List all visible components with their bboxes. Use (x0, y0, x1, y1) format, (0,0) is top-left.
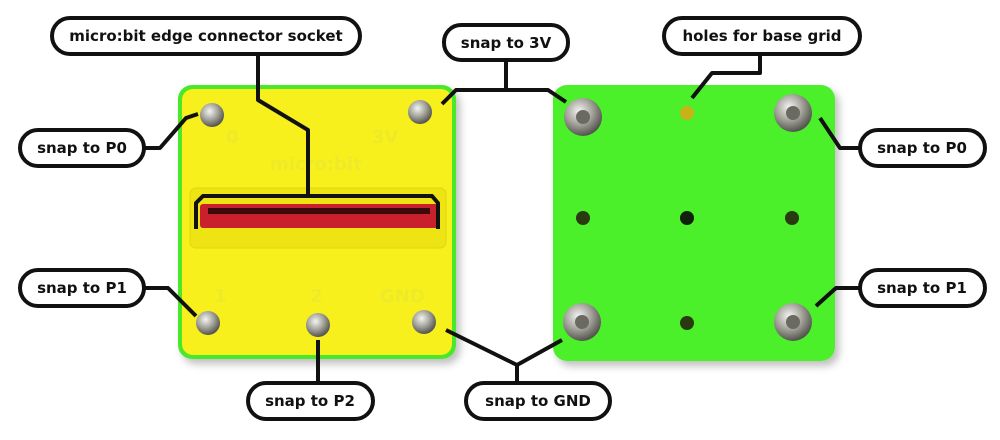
label-p0-left: snap to P0 (37, 139, 127, 157)
embossed-0: 0 (226, 127, 239, 148)
embossed-1: 1 (214, 286, 227, 307)
snap-connectors-green (563, 94, 812, 341)
callout-p1-right: snap to P1 (858, 268, 987, 308)
snap-p2 (306, 313, 330, 337)
label-socket: micro:bit edge connector socket (69, 27, 342, 45)
snap-p1 (196, 311, 220, 335)
edge-connector-socket (189, 187, 447, 249)
label-holes: holes for base grid (682, 27, 841, 45)
callout-gnd: snap to GND (464, 381, 612, 421)
label-p1-right: snap to P1 (877, 279, 967, 297)
label-snap-3v: snap to 3V (461, 34, 552, 52)
label-p2: snap to P2 (265, 392, 355, 410)
label-gnd: snap to GND (485, 392, 591, 410)
label-p1-left: snap to P1 (37, 279, 127, 297)
embossed-3v: 3V (372, 127, 399, 148)
snap-connectors-yellow (196, 100, 436, 337)
callout-socket: micro:bit edge connector socket (50, 16, 362, 56)
callout-snap-3v: snap to 3V (442, 23, 570, 62)
callout-p1-left: snap to P1 (18, 268, 146, 308)
label-p0-right: snap to P0 (877, 139, 967, 157)
snap-p0 (200, 103, 224, 127)
callout-holes: holes for base grid (662, 16, 862, 56)
yellow-microbit-board: 0 3V micro:bit 1 2 GND (178, 85, 456, 359)
callout-p2: snap to P2 (246, 381, 375, 421)
callout-p0-left: snap to P0 (18, 128, 146, 168)
snap-gnd (412, 310, 436, 334)
callout-p0-right: snap to P0 (858, 128, 987, 168)
green-board-back (553, 85, 835, 361)
embossed-gnd: GND (380, 286, 425, 307)
snap-3v (408, 100, 432, 124)
embossed-microbit: micro:bit (270, 154, 362, 175)
base-grid-holes (576, 106, 799, 330)
embossed-2: 2 (310, 286, 323, 307)
leader-lines (144, 54, 860, 383)
